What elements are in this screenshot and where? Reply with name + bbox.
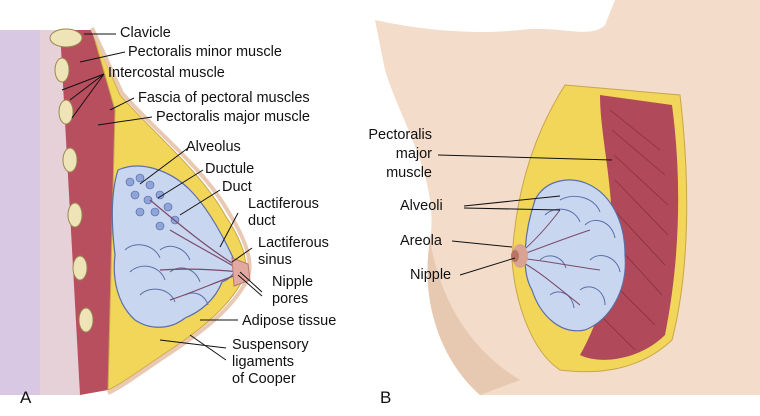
label-fascia: Fascia of pectoral muscles [138,90,310,106]
chest-wall-background [0,30,40,395]
label-lactiferous-sinus-line1: Lactiferous [258,235,329,251]
torso-shading [427,240,520,395]
rib-cage-column [40,30,80,395]
nipple-shape-b [511,250,519,262]
panel-a-letter: A [20,388,32,407]
label-suspensory-line2: ligaments [232,354,295,370]
alveoli-clusters [125,173,180,231]
label-nipple-pores-line2: pores [272,291,309,307]
label-b-nipple: Nipple [410,267,452,283]
panel-b-letter: B [380,388,392,407]
label-suspensory-line1: Suspensory [232,337,309,353]
panel-a-leader-lines [61,33,263,361]
panel-b-illustration [375,0,760,395]
label-pectoralis-major: Pectoralis major muscle [156,109,310,125]
label-clavicle: Clavicle [120,25,171,41]
label-duct: Duct [222,179,252,195]
label-b-pectoralis-line2: major [395,146,432,162]
label-nipple-pores-line1: Nipple [272,274,314,290]
label-suspensory-line3: of Cooper [232,371,296,387]
lobe-outlines-b [539,196,621,309]
label-b-pectoralis-line1: Pectoralis [368,127,432,143]
label-pectoralis-minor: Pectoralis minor muscle [128,44,282,60]
label-ductule: Ductule [205,161,255,177]
panel-a-illustration [0,27,263,395]
areola-shape [512,244,528,268]
nipple-shape [231,257,251,287]
label-alveolus: Alveolus [186,139,241,155]
clavicle-bone [49,28,83,48]
label-b-pectoralis-line3: muscle [386,165,432,181]
label-lactiferous-sinus-line2: sinus [258,252,292,268]
pectoral-muscle-band [60,30,115,395]
label-intercostal: Intercostal muscle [108,65,225,81]
label-lactiferous-duct-line1: Lactiferous [248,196,319,212]
glandular-lobes-b [524,179,626,332]
label-b-areola: Areola [400,233,442,249]
panel-b-leader-lines [437,154,613,276]
label-adipose: Adipose tissue [242,313,337,329]
label-lactiferous-duct-line2: duct [248,213,276,229]
ribs [54,57,94,333]
label-b-alveoli: Alveoli [400,198,443,214]
